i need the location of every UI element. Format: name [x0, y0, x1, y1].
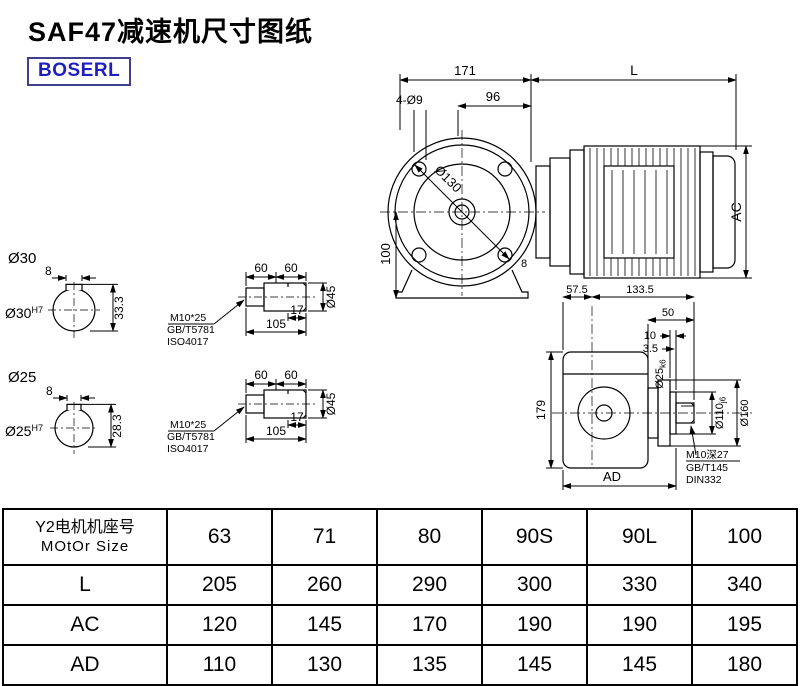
shaft-end-bottom-centerlines [50, 402, 98, 454]
page-title: SAF47减速机尺寸图纸 [28, 17, 314, 47]
shaft-end-bottom-bore: Ø25H7 [5, 423, 43, 439]
col-header-80: 80 [376, 508, 483, 566]
shaft-bottom-dia: Ø45 [324, 392, 338, 415]
col-header-90L: 90L [586, 508, 693, 566]
row-label-AC: AC [2, 604, 168, 646]
row-label-AD: AD [2, 644, 168, 686]
cell-AD-5: 180 [691, 644, 798, 686]
cell-L-0: 205 [166, 564, 273, 606]
side-dim-50: 50 [662, 307, 674, 319]
shaft-bottom-tap: M10*25 [170, 419, 206, 431]
shaft-end-top-keyw: 8 [45, 264, 52, 278]
motor-size-header-en: MOtOr Size [40, 538, 130, 556]
shaft-bottom-std2: ISO4017 [167, 443, 209, 455]
side-dim-179: 179 [534, 400, 548, 420]
motor-size-header: Y2电机机座号 MOtOr Size [2, 508, 168, 566]
shaft-bottom-seg1: 60 [254, 368, 268, 382]
cell-AD-3: 145 [481, 644, 588, 686]
shaft-top-tap: M10*25 [170, 312, 206, 324]
dim-L: L [630, 62, 638, 78]
side-std1: GB/T145 [686, 462, 728, 474]
side-dim-35: 3.5 [643, 343, 658, 355]
shaft-top-seg2: 60 [284, 261, 298, 275]
table-header-row: Y2电机机座号 MOtOr Size 63 71 80 90S 90L 100 [2, 508, 798, 566]
front-view-centerlines [380, 130, 545, 296]
shaft-end-bottom-dia: Ø25 [8, 369, 36, 386]
technical-drawing: 171 L 96 4-Ø9 Ø130 100 AC 8 Ø30 8 33.3 Ø… [5, 62, 752, 490]
side-spigot-dia: Ø110j6 [714, 396, 728, 429]
side-dim-1335: 133.5 [626, 284, 654, 296]
side-dim-AD: AD [603, 469, 621, 484]
side-shaft-dia: Ø25k6 [654, 359, 668, 389]
shaft-top-keylen: 17 [290, 303, 304, 317]
cell-AD-1: 130 [271, 644, 378, 686]
dim-171: 171 [454, 63, 476, 78]
row-label-L: L [2, 564, 168, 606]
table-row-AD: AD 110 130 135 145 145 180 [2, 644, 798, 686]
col-header-71: 71 [271, 508, 378, 566]
shaft-top-seg1: 60 [254, 261, 268, 275]
side-tap: M10深27 [686, 449, 729, 461]
cell-AC-4: 190 [586, 604, 693, 646]
cell-AD-4: 145 [586, 644, 693, 686]
cell-L-1: 260 [271, 564, 378, 606]
side-std2: DIN332 [686, 474, 722, 486]
shaft-end-top-keyd: 33.3 [112, 296, 126, 320]
cell-AD-0: 110 [166, 644, 273, 686]
side-flange-dia: Ø160 [739, 400, 751, 427]
shaft-bottom-length: 105 [266, 424, 286, 438]
cell-AC-5: 195 [691, 604, 798, 646]
dimension-table: Y2电机机座号 MOtOr Size 63 71 80 90S 90L 100 … [2, 508, 798, 686]
dim-key-8: 8 [521, 258, 527, 270]
side-dim-10: 10 [644, 330, 656, 342]
shaft-top-length: 105 [266, 317, 286, 331]
dim-96: 96 [486, 89, 500, 104]
brand-logo: BOSERL [27, 57, 132, 86]
cell-AC-0: 120 [166, 604, 273, 646]
shaft-detail-bottom-dims [168, 379, 327, 443]
cell-AC-2: 170 [376, 604, 483, 646]
side-view [562, 351, 695, 469]
motor [535, 145, 736, 279]
cell-AD-2: 135 [376, 644, 483, 686]
shaft-top-std2: ISO4017 [167, 336, 209, 348]
shaft-end-bottom-dims [53, 395, 116, 448]
shaft-top-std1: GB/T5781 [167, 324, 215, 336]
shaft-end-top-dims [52, 275, 118, 332]
dim-100: 100 [378, 243, 393, 265]
shaft-end-top-bore: Ø30H7 [5, 305, 43, 321]
flange-holes-label: 4-Ø9 [396, 93, 423, 107]
cell-L-4: 330 [586, 564, 693, 606]
table-row-L: L 205 260 290 300 330 340 [2, 564, 798, 606]
motor-size-header-cn: Y2电机机座号 [35, 518, 135, 536]
shaft-end-top-centerlines [48, 282, 100, 338]
dim-AC: AC [728, 202, 744, 221]
cell-AC-1: 145 [271, 604, 378, 646]
col-header-100: 100 [691, 508, 798, 566]
cell-L-2: 290 [376, 564, 483, 606]
side-dim-575: 57.5 [566, 284, 587, 296]
table-row-AC: AC 120 145 170 190 190 195 [2, 604, 798, 646]
shaft-bottom-std1: GB/T5781 [167, 431, 215, 443]
shaft-end-bottom-keyd: 28.3 [110, 414, 124, 438]
bolt-circle-label: Ø130 [432, 162, 465, 195]
shaft-detail-top-dims [168, 272, 327, 336]
front-view-dimensions [393, 74, 752, 299]
shaft-end-top [52, 283, 96, 332]
side-view-centerlines [552, 306, 752, 468]
col-header-63: 63 [166, 508, 273, 566]
shaft-top-dia: Ø45 [324, 285, 338, 308]
cell-AC-3: 190 [481, 604, 588, 646]
shaft-end-bottom-keyw: 8 [46, 384, 53, 398]
shaft-bottom-seg2: 60 [284, 368, 298, 382]
side-view-dims [546, 294, 741, 490]
shaft-bottom-keylen: 17 [290, 410, 304, 424]
col-header-90S: 90S [481, 508, 588, 566]
cell-L-5: 340 [691, 564, 798, 606]
cell-L-3: 300 [481, 564, 588, 606]
shaft-end-top-dia: Ø30 [8, 250, 36, 267]
